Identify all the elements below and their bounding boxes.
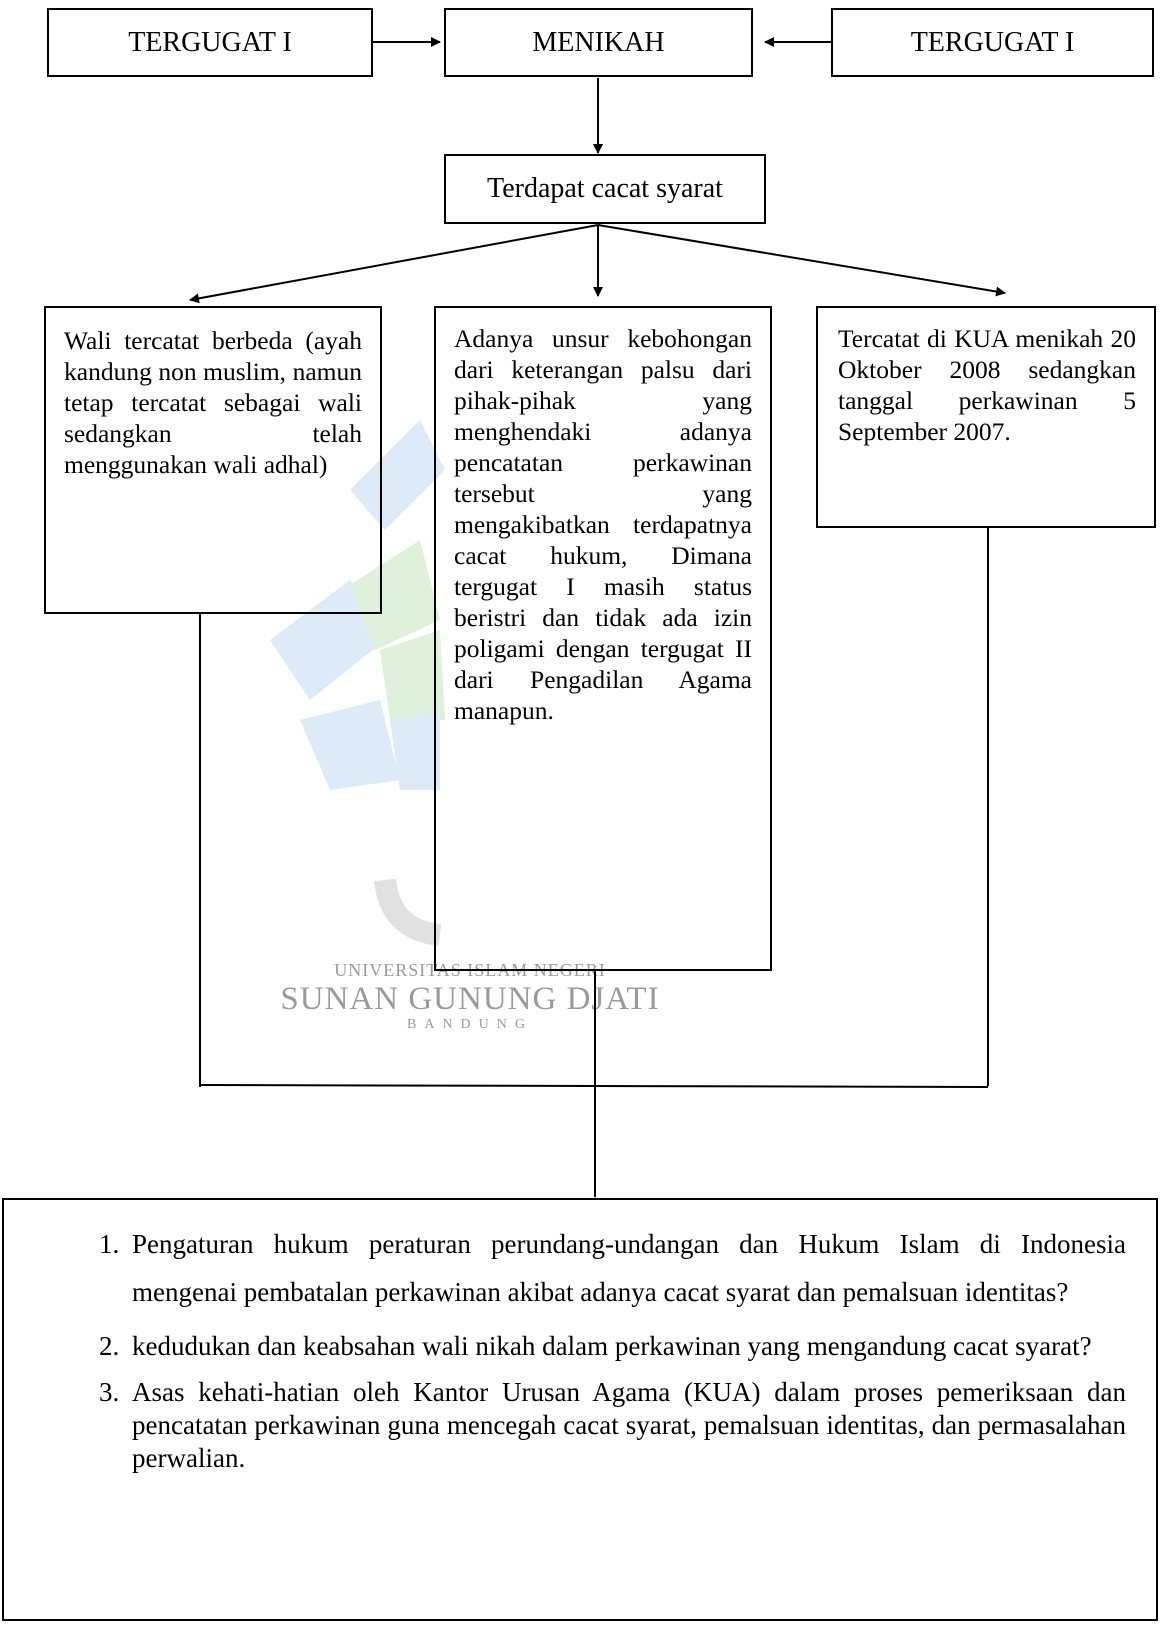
tergugat-left-box: TERGUGAT I <box>47 8 373 77</box>
defect-box: Terdapat cacat syarat <box>444 154 766 224</box>
branch-left-text: Wali tercatat berbeda (ayah kandung non … <box>64 326 362 479</box>
arrow-defect-to-left <box>189 224 599 304</box>
branch-left-box: Wali tercatat berbeda (ayah kandung non … <box>44 306 382 614</box>
question-item-3: Asas kehati-hatian oleh Kantor Urusan Ag… <box>126 1376 1126 1475</box>
question-item-1: Pengaturan hukum peraturan perundang-und… <box>126 1220 1126 1316</box>
research-questions-list: Pengaturan hukum peraturan perundang-und… <box>4 1220 1156 1475</box>
branch-middle-box: Adanya unsur kebohongan dari keterangan … <box>434 306 772 971</box>
branch-right-box: Tercatat di KUA menikah 20 Oktober 2008 … <box>816 306 1156 528</box>
question-item-2: kedudukan dan keabsahan wali nikah dalam… <box>126 1322 1126 1370</box>
menikah-box: MENIKAH <box>444 8 753 77</box>
collector-line <box>199 1084 989 1088</box>
research-questions-box: Pengaturan hukum peraturan perundang-und… <box>2 1198 1158 1621</box>
tergugat-left-label: TERGUGAT I <box>128 26 292 58</box>
arrow-defect-to-right <box>597 224 1006 297</box>
branch-middle-text: Adanya unsur kebohongan dari keterangan … <box>454 324 752 725</box>
menikah-label: MENIKAH <box>532 26 665 58</box>
watermark-line3: BANDUNG <box>407 1017 533 1032</box>
defect-label: Terdapat cacat syarat <box>487 173 723 204</box>
branch-right-text: Tercatat di KUA menikah 20 Oktober 2008 … <box>838 324 1136 446</box>
tergugat-right-label: TERGUGAT I <box>910 26 1075 58</box>
tergugat-right-box: TERGUGAT I <box>831 8 1154 77</box>
